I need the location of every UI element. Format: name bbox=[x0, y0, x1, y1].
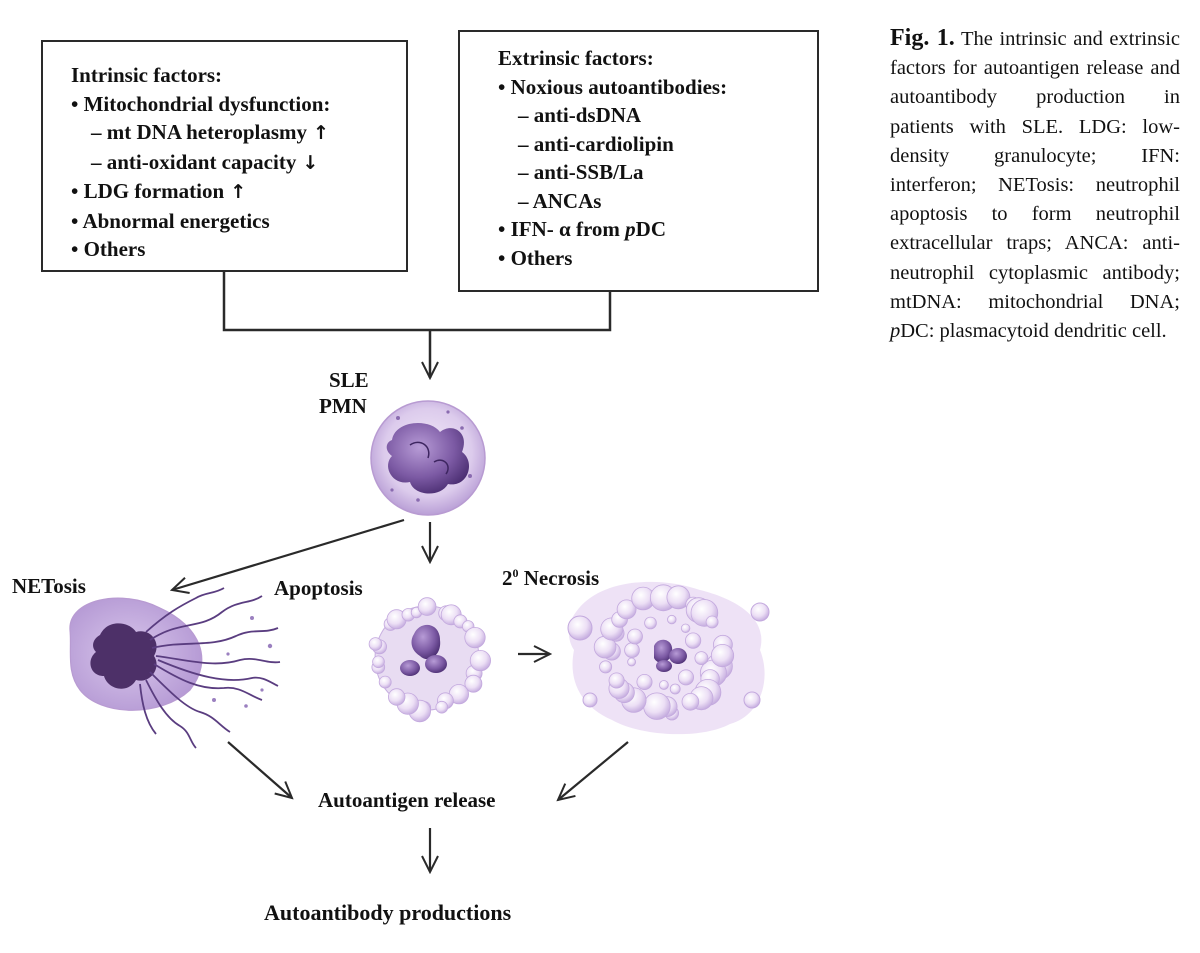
membrane-bleb bbox=[464, 626, 486, 649]
extrinsic-item: • Others bbox=[498, 244, 817, 273]
pmn-arrows bbox=[172, 518, 430, 590]
extrinsic-item: – anti-cardiolipin bbox=[498, 130, 817, 159]
membrane-bleb bbox=[684, 632, 702, 649]
intrinsic-item: • Abnormal energetics bbox=[71, 207, 406, 236]
membrane-bleb bbox=[694, 651, 709, 665]
extrinsic-factors-box: Extrinsic factors: • Noxious autoantibod… bbox=[458, 30, 819, 292]
netosis-label: NETosis bbox=[12, 574, 86, 598]
membrane-bleb bbox=[643, 692, 671, 720]
membrane-bleb bbox=[616, 599, 637, 620]
apoptosis-label: Apoptosis bbox=[274, 576, 363, 600]
increase-arrow-icon: ↑ bbox=[313, 122, 329, 144]
extrinsic-item: – ANCAs bbox=[498, 187, 817, 216]
extrinsic-item: – anti-dsDNA bbox=[498, 101, 817, 130]
necrosis-label-prefix: 2 bbox=[502, 566, 513, 590]
membrane-bleb bbox=[644, 616, 657, 630]
decrease-arrow-icon: ↓ bbox=[302, 151, 319, 174]
intrinsic-item-text: – anti-oxidant capacity bbox=[91, 149, 297, 174]
membrane-bleb bbox=[417, 597, 437, 616]
necrosis-label-sup: 0 bbox=[512, 566, 519, 580]
intrinsic-factors-title: Intrinsic factors: bbox=[71, 63, 223, 87]
necrosis-label: 20 Necrosis bbox=[502, 566, 599, 591]
extrinsic-item-text: – anti-dsDNA bbox=[518, 103, 642, 127]
figure-caption: Fig. 1. The intrinsic and extrinsic fact… bbox=[890, 24, 1180, 346]
caption-text-2: DC: plasmacytoid dendritic cell. bbox=[900, 320, 1167, 343]
membrane-bleb bbox=[678, 669, 695, 686]
increase-arrow-icon: ↑ bbox=[230, 181, 247, 203]
caption-italic-p: p bbox=[890, 320, 901, 343]
intrinsic-factors-list: • Mitochondrial dysfunction:– mt DNA het… bbox=[71, 90, 406, 264]
membrane-bleb bbox=[669, 683, 681, 695]
extrinsic-item-italic: p bbox=[625, 217, 636, 241]
pmn-label: PMN bbox=[319, 394, 367, 418]
membrane-fragment bbox=[582, 692, 598, 708]
membrane-fragment bbox=[567, 615, 593, 641]
extrinsic-item: – anti-SSB/La bbox=[498, 158, 817, 187]
necrosis-label-text: Necrosis bbox=[518, 566, 600, 590]
intrinsic-item: – anti-oxidant capacity↓ bbox=[71, 148, 406, 178]
membrane-bleb bbox=[627, 657, 636, 667]
intrinsic-factors-box: Intrinsic factors: • Mitochondrial dysfu… bbox=[41, 40, 408, 272]
membrane-bleb bbox=[636, 674, 653, 691]
netosis-cell-illustration bbox=[69, 587, 281, 749]
extrinsic-item-suffix: DC bbox=[635, 217, 667, 241]
caption-text-1: The intrinsic and extrinsic factors for … bbox=[890, 28, 1181, 313]
membrane-bleb bbox=[624, 642, 640, 658]
intrinsic-item: • Mitochondrial dysfunction: bbox=[71, 90, 406, 119]
intrinsic-item-text: • LDG formation bbox=[71, 179, 225, 203]
intrinsic-item: • LDG formation↑ bbox=[71, 177, 406, 207]
intrinsic-item-text: • Others bbox=[71, 237, 146, 261]
extrinsic-item: • IFN- α from pDC bbox=[498, 215, 817, 244]
membrane-bleb bbox=[659, 680, 669, 690]
intrinsic-item-text: • Abnormal energetics bbox=[71, 208, 270, 233]
membrane-bleb bbox=[378, 675, 392, 689]
extrinsic-item-text: – anti-cardiolipin bbox=[518, 131, 674, 156]
autoantigen-release-label: Autoantigen release bbox=[318, 788, 496, 812]
sle-label: SLE bbox=[329, 368, 369, 392]
pmn-cell-illustration bbox=[370, 400, 486, 516]
intrinsic-item: • Others bbox=[71, 235, 406, 264]
intrinsic-item-text: • Mitochondrial dysfunction: bbox=[71, 91, 331, 116]
membrane-bleb bbox=[667, 614, 677, 625]
intrinsic-item-text: – mt DNA heteroplasmy bbox=[91, 120, 308, 144]
membrane-bleb bbox=[435, 700, 449, 714]
extrinsic-factors-list: • Noxious autoantibodies: – anti-dsDNA – a… bbox=[498, 73, 817, 273]
membrane-bleb bbox=[464, 674, 483, 693]
caption-lead: Fig. 1. bbox=[890, 25, 955, 51]
extrinsic-item: • Noxious autoantibodies: bbox=[498, 73, 817, 102]
membrane-fragment bbox=[750, 602, 770, 622]
extrinsic-item-text: • Others bbox=[498, 245, 573, 270]
membrane-bleb bbox=[705, 615, 719, 629]
membrane-bleb bbox=[627, 628, 643, 645]
membrane-bleb bbox=[681, 692, 700, 711]
membrane-bleb bbox=[599, 660, 613, 674]
release-arrows bbox=[227, 741, 629, 872]
membrane-bleb bbox=[608, 672, 625, 689]
membrane-bleb bbox=[469, 649, 491, 672]
membrane-bleb bbox=[710, 643, 735, 668]
autoantibody-productions-label: Autoantibody productions bbox=[264, 900, 512, 925]
apoptosis-cell-illustration bbox=[368, 597, 491, 723]
extrinsic-item-text: – ANCAs bbox=[518, 188, 602, 213]
necrosis-cell-illustration bbox=[567, 581, 770, 735]
intrinsic-item: – mt DNA heteroplasmy↑ bbox=[71, 118, 406, 148]
membrane-bleb bbox=[372, 655, 385, 669]
extrinsic-factors-title: Extrinsic factors: bbox=[498, 46, 654, 70]
membrane-bleb bbox=[666, 585, 691, 610]
membrane-bleb bbox=[388, 688, 406, 706]
membrane-fragment bbox=[743, 691, 761, 709]
extrinsic-item-text: – anti-SSB/La bbox=[518, 160, 644, 184]
connector-lines bbox=[222, 272, 612, 378]
extrinsic-item-text: • IFN- α from bbox=[498, 217, 626, 241]
membrane-bleb bbox=[368, 637, 383, 651]
membrane-bleb bbox=[680, 623, 691, 634]
extrinsic-item-text: • Noxious autoantibodies: bbox=[498, 74, 728, 99]
